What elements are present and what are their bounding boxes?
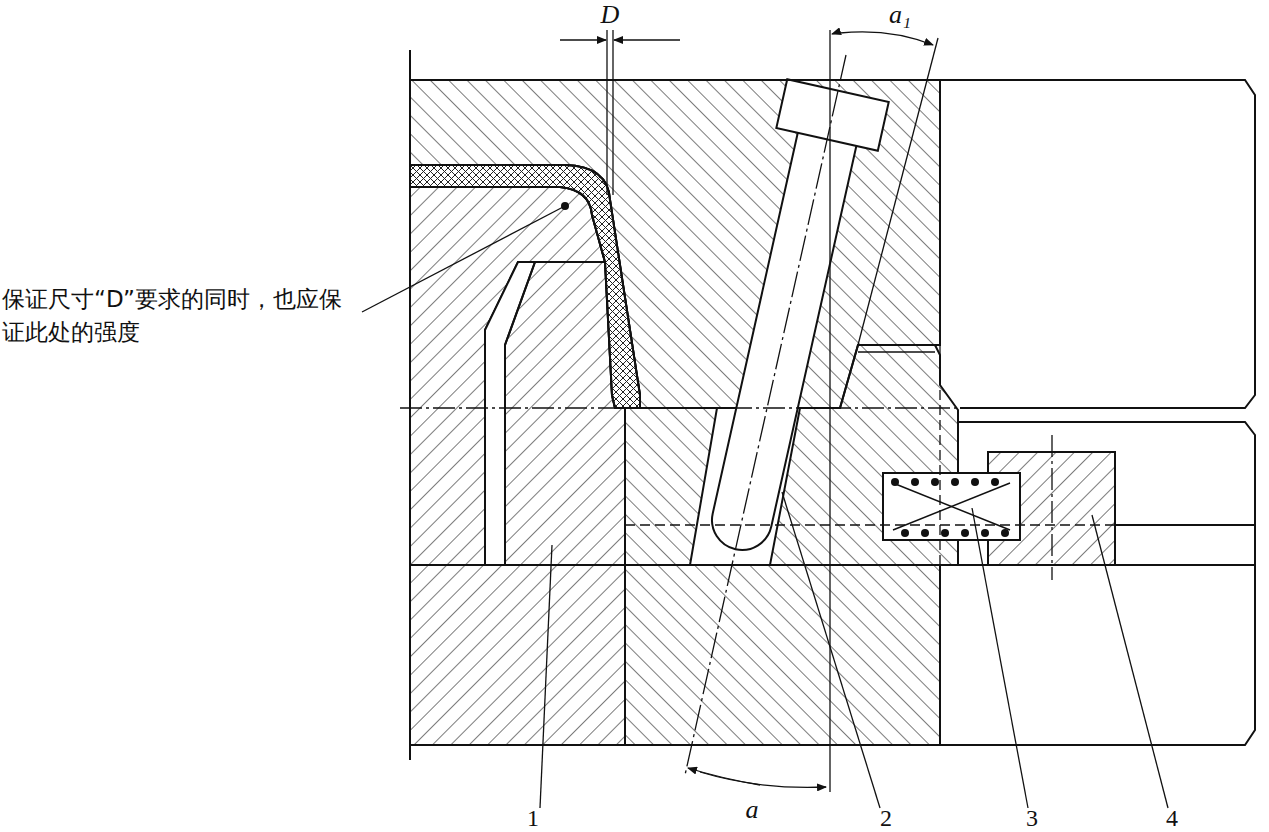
angle-label: a₁ [889,2,911,28]
callout-number: 1 [527,806,539,830]
dimension-label: D [601,2,620,28]
callout-number: 2 [880,806,892,830]
angle-label: a [746,797,759,823]
design-note: 保证尺寸“D”要求的同时，也应保证此处的强度 [2,283,352,349]
callout-number: 4 [1166,806,1178,830]
callout-number: 3 [1026,806,1038,830]
